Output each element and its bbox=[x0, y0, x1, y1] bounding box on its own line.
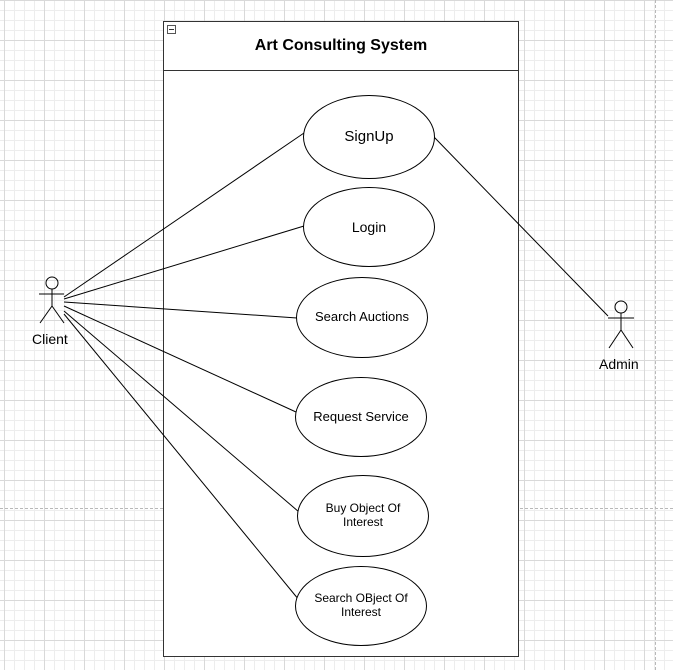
client-actor-label: Client bbox=[32, 331, 68, 347]
usecase-search-auctions[interactable]: Search Auctions bbox=[296, 277, 428, 358]
admin-actor-icon[interactable] bbox=[608, 300, 634, 349]
page-break-vertical bbox=[655, 0, 656, 670]
collapse-toggle-icon[interactable] bbox=[167, 25, 176, 34]
usecase-request-service[interactable]: Request Service bbox=[295, 377, 427, 457]
usecase-buy-object[interactable]: Buy Object Of Interest bbox=[297, 475, 429, 557]
usecase-search-object[interactable]: Search OBject Of Interest bbox=[295, 566, 427, 646]
usecase-signup[interactable]: SignUp bbox=[303, 95, 435, 179]
client-actor-icon[interactable] bbox=[39, 276, 65, 324]
admin-actor-label: Admin bbox=[599, 356, 639, 372]
system-header: Art Consulting System bbox=[164, 22, 518, 71]
system-title: Art Consulting System bbox=[254, 37, 428, 54]
usecase-login[interactable]: Login bbox=[303, 187, 435, 267]
